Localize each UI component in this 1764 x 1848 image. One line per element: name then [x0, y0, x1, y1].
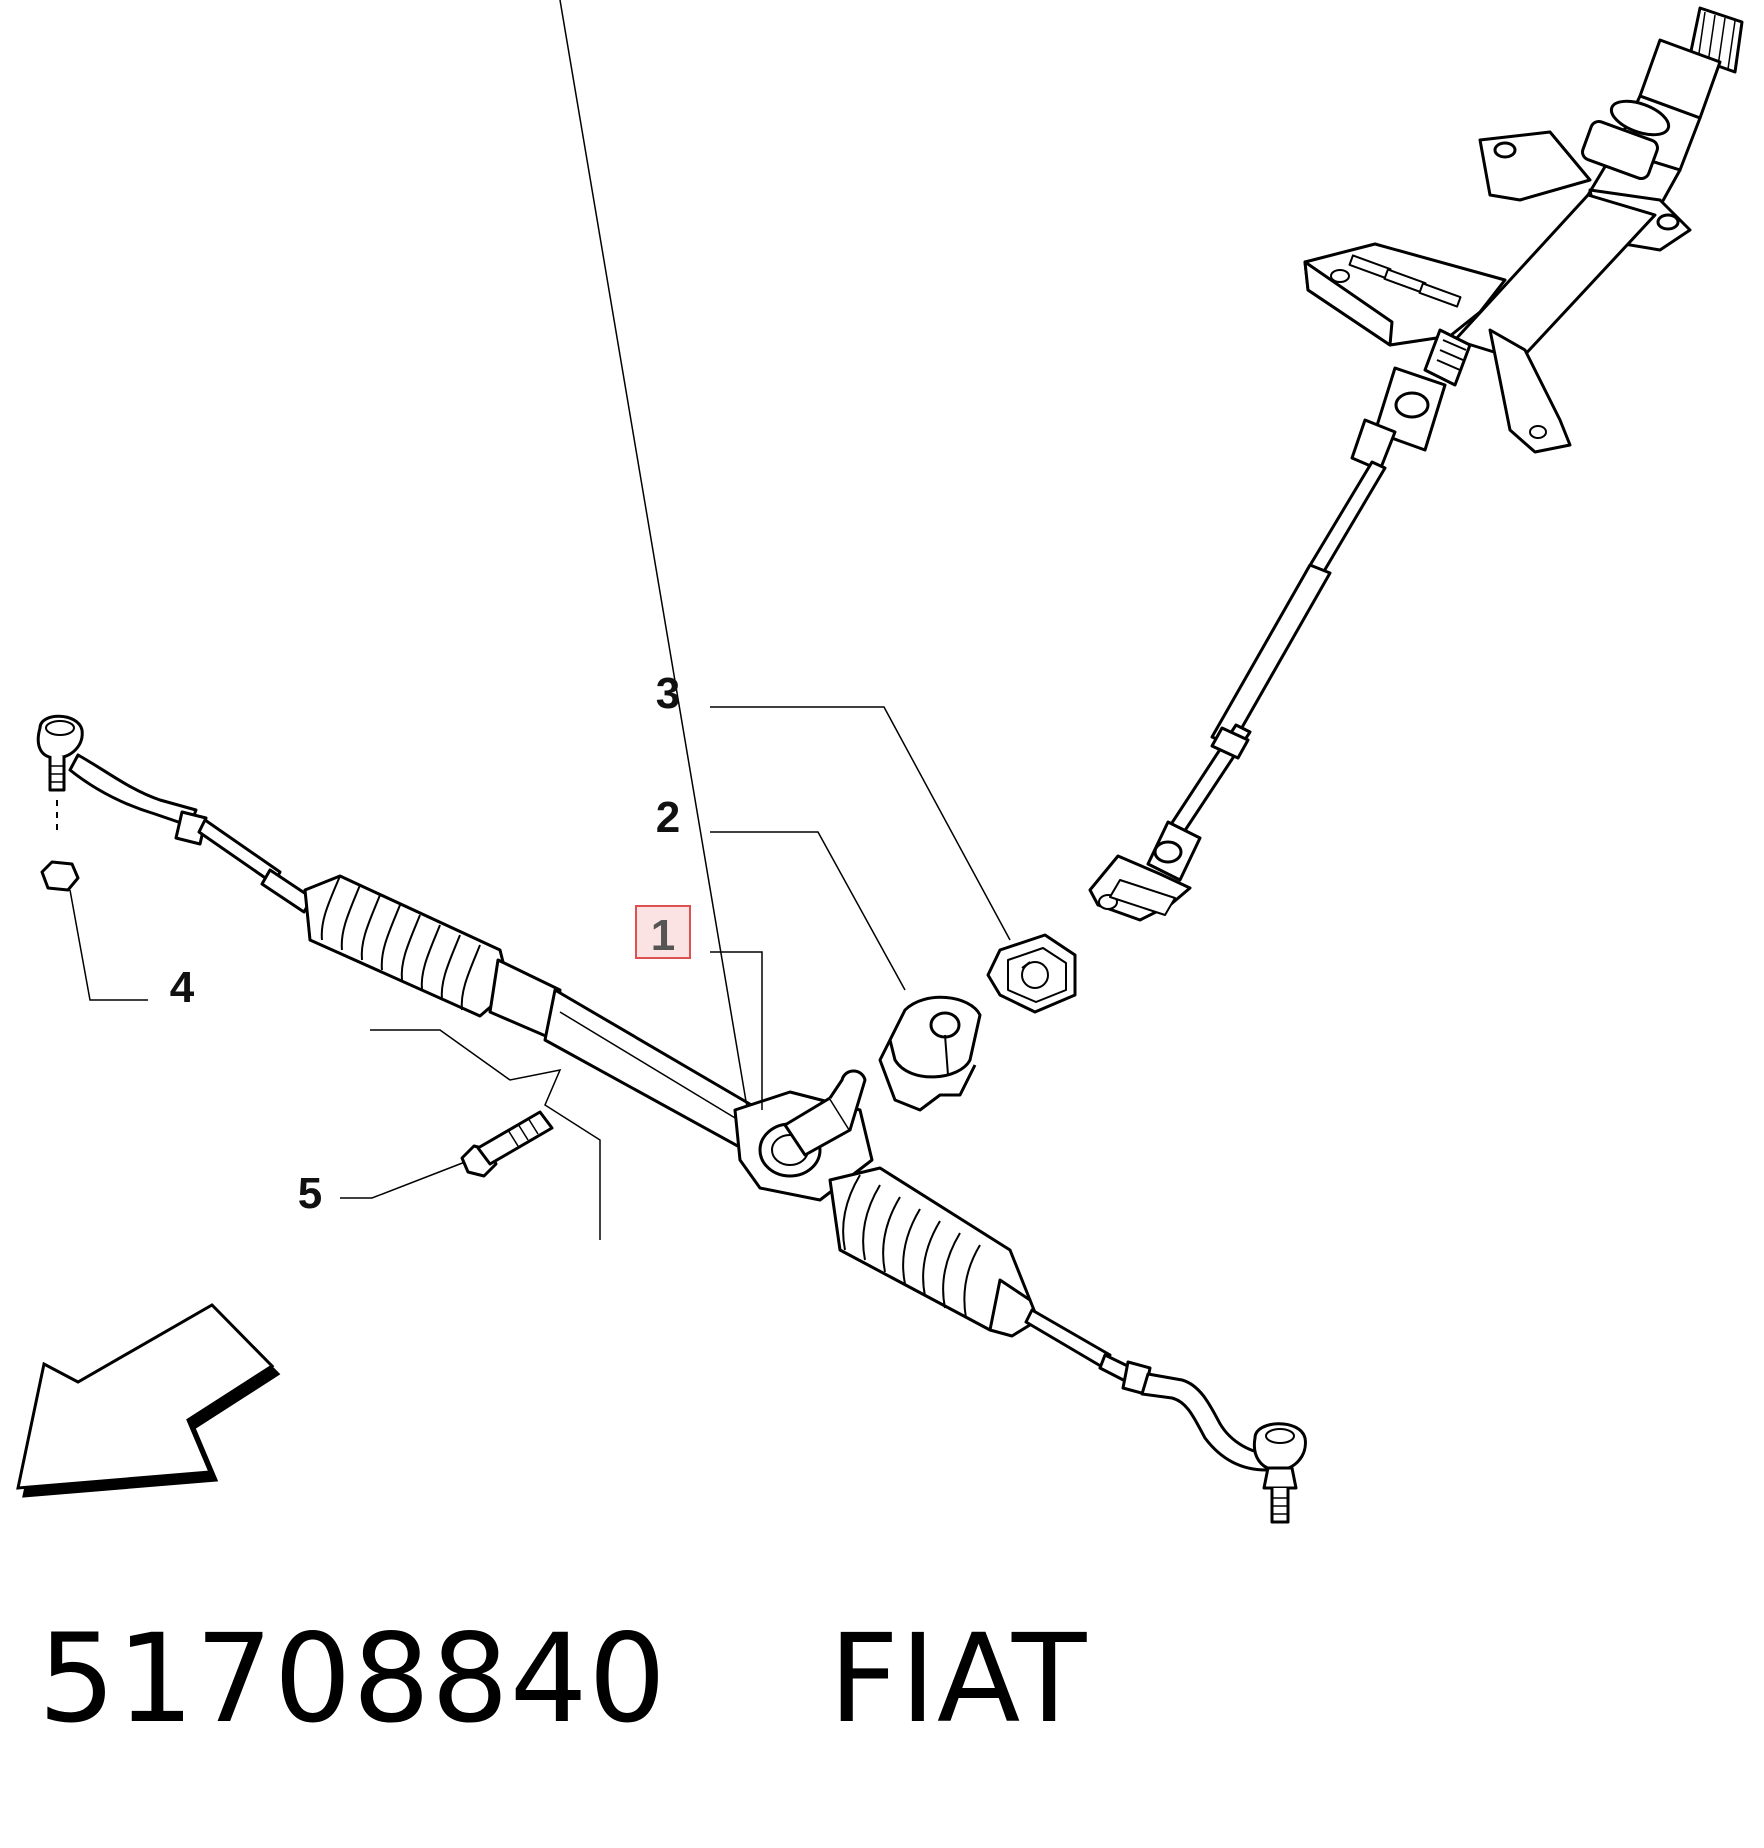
callout-labels: 1 2 3 4 5 — [170, 669, 691, 1218]
leader-line-3 — [710, 706, 1011, 941]
leader-line-2 — [710, 831, 906, 991]
section-break-line — [370, 1029, 601, 1240]
leader-line-1 — [710, 951, 763, 1110]
callout-3: 3 — [656, 669, 680, 718]
leader-lines — [69, 706, 1011, 1199]
steering-rack — [36, 0, 1307, 1524]
steering-column — [1088, 6, 1744, 922]
brand-name: FIAT — [828, 1608, 1088, 1750]
callout-4: 4 — [170, 963, 195, 1012]
callout-1-highlight — [635, 905, 691, 959]
pinion-seal-part — [878, 995, 982, 1112]
callout-5: 5 — [298, 1169, 322, 1218]
grommet-part — [986, 933, 1077, 1014]
callout-2: 2 — [656, 793, 680, 842]
direction-arrow-icon — [16, 1303, 281, 1498]
part-caption: 51708840 FIAT — [38, 1608, 1087, 1750]
part-number: 51708840 — [38, 1608, 667, 1750]
leader-line-4 — [69, 889, 148, 1001]
bolt-part — [460, 1110, 554, 1178]
callout-1: 1 — [651, 911, 675, 960]
leader-line-5 — [340, 1161, 466, 1199]
